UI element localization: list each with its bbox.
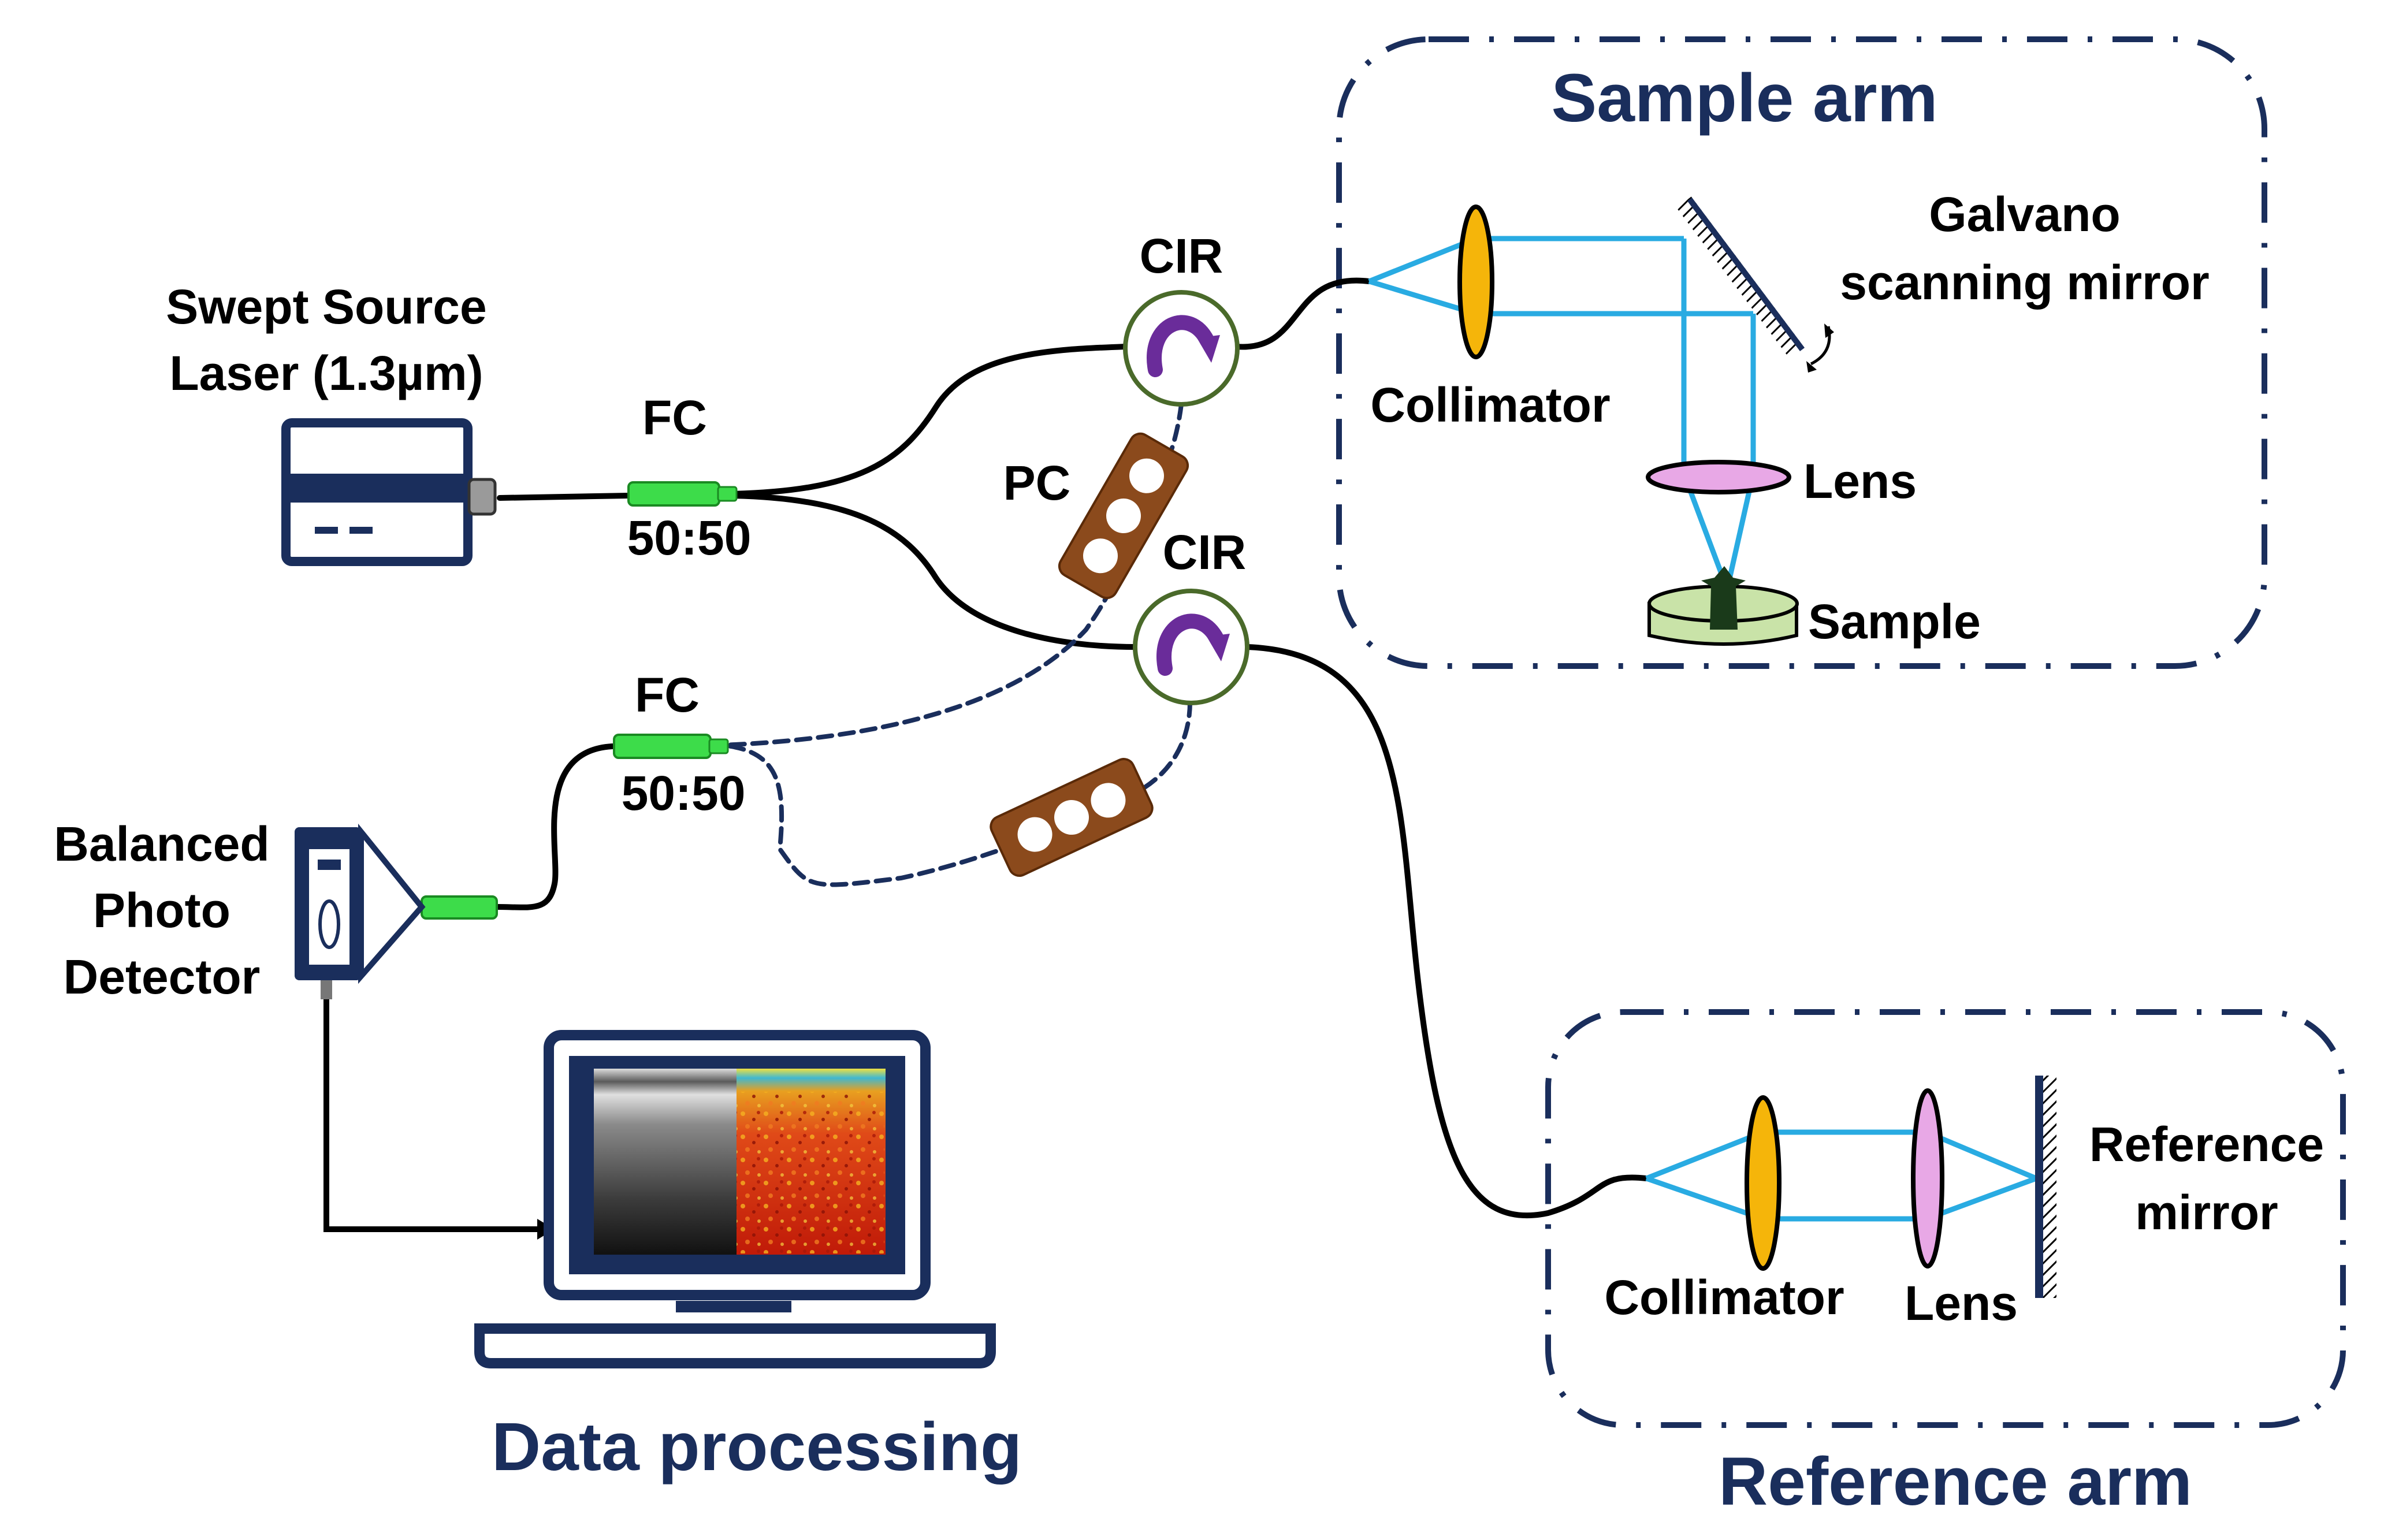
- fiber-cir-top-to-sample: [1233, 277, 1372, 350]
- reference-arm-beams: [1645, 1129, 2037, 1222]
- sample-arm-box: [1336, 36, 2267, 669]
- sample-arm-title: Sample arm: [1552, 60, 1938, 136]
- galvano-mirror-icon: [1676, 196, 1834, 373]
- detector-label-line3: Detector: [64, 950, 261, 1004]
- cir-top-label: CIR: [1140, 229, 1223, 283]
- fiber-fc-to-cir-top: [728, 344, 1128, 497]
- polarization-controller-bottom-icon: [990, 758, 1154, 877]
- pc-label: PC: [1003, 456, 1071, 510]
- sample-label: Sample: [1808, 594, 1981, 649]
- fiber-laser-to-fc: [497, 493, 631, 501]
- fc-bottom-ratio: 50:50: [622, 766, 746, 820]
- polarization-controller-top-icon: [1058, 432, 1189, 600]
- cir-bottom-label: CIR: [1163, 525, 1247, 579]
- fiber-fc-bottom-to-detector: [494, 743, 615, 910]
- fiber-coupler-bottom: [613, 734, 729, 759]
- galvano-label-line2: scanning mirror: [1840, 255, 2209, 310]
- fiber-coupler-detector: [421, 895, 498, 920]
- galvano-label-line1: Galvano: [1929, 187, 2120, 241]
- fiber-coupler-top: [627, 481, 738, 507]
- detector-label-line2: Photo: [93, 883, 230, 938]
- reference-arm-box: [1545, 1009, 2346, 1428]
- fiber-fc-to-cir-bottom: [728, 493, 1139, 650]
- sample-icon: [1647, 566, 1799, 646]
- laptop-icon: [474, 1030, 996, 1368]
- photodetector-icon: [295, 823, 426, 999]
- detector-label-line1: Balanced: [54, 817, 270, 871]
- fc-top-ratio: 50:50: [627, 511, 752, 565]
- reference-collimator-label: Collimator: [1604, 1270, 1844, 1325]
- reference-mirror-label-line1: Reference: [2089, 1117, 2324, 1171]
- laser-source-icon: [281, 418, 497, 566]
- reference-lens-label: Lens: [1905, 1276, 2018, 1330]
- cable-detector-to-laptop: [323, 996, 543, 1232]
- reference-arm-title: Reference arm: [1719, 1444, 2192, 1520]
- sample-focus-lens: [1646, 460, 1791, 494]
- circulator-bottom-icon: [1133, 589, 1249, 705]
- sample-arm-beams: [1368, 236, 1756, 590]
- reference-focus-lens: [1911, 1088, 1944, 1269]
- circulator-top-icon: [1123, 290, 1240, 407]
- sample-collimator-label: Collimator: [1370, 378, 1610, 432]
- dashed-fiber-cir-bottom-to-fc: [720, 700, 1192, 887]
- reference-collimator-lens: [1745, 1095, 1782, 1271]
- laser-label-line1: Swept Source: [166, 280, 486, 334]
- reference-mirror-label-line2: mirror: [2135, 1185, 2278, 1240]
- sample-lens-label: Lens: [1803, 454, 1917, 508]
- fc-bottom-label: FC: [635, 668, 700, 722]
- data-processing-title: Data processing: [492, 1409, 1022, 1485]
- fiber-cir-bottom-to-reference: [1244, 644, 1649, 1219]
- sample-collimator-lens: [1457, 204, 1494, 359]
- laser-label-line2: Laser (1.3µm): [169, 346, 483, 400]
- reference-mirror-icon: [2035, 1076, 2056, 1298]
- fc-top-label: FC: [642, 390, 707, 445]
